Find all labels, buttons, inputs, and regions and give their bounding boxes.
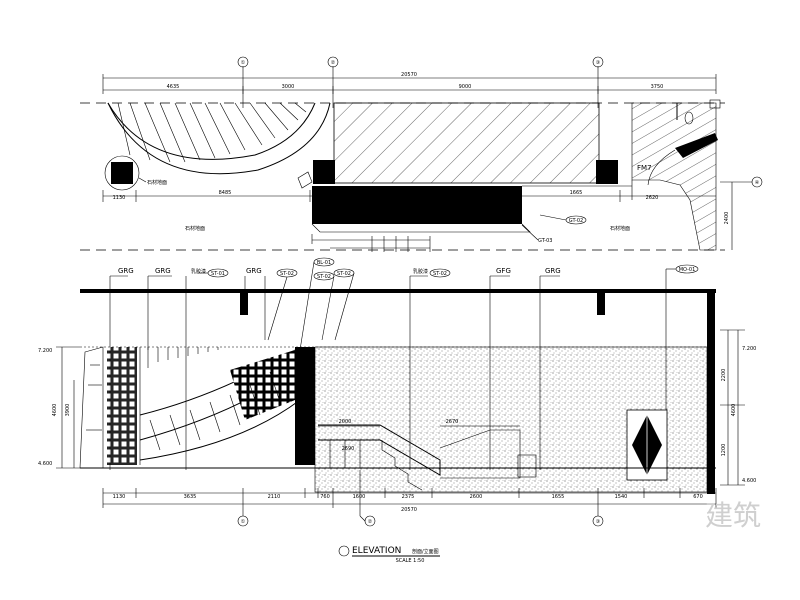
plan-right-dimension: 2400 ④ — [720, 176, 763, 250]
svg-text:石材地面: 石材地面 — [610, 225, 630, 232]
svg-text:石材地面: 石材地面 — [185, 225, 205, 232]
right-wall — [707, 289, 715, 494]
svg-text:2600: 2600 — [470, 494, 483, 500]
svg-text:ST-02: ST-02 — [317, 274, 331, 280]
chair-symbol — [297, 171, 313, 189]
grid-marker-3: ③ — [592, 56, 604, 108]
hatched-floor-zone — [333, 102, 600, 184]
svg-text:2375: 2375 — [402, 494, 415, 500]
svg-text:2200: 2200 — [721, 369, 727, 382]
svg-text:乳胶漆: 乳胶漆 — [191, 268, 206, 275]
svg-text:ST-02: ST-02 — [337, 271, 351, 277]
svg-text:GRG: GRG — [545, 267, 561, 275]
svg-text:3000: 3000 — [282, 84, 295, 90]
elevation-curved-stair — [139, 347, 301, 465]
plan-column — [313, 160, 335, 184]
svg-text:4.600: 4.600 — [38, 461, 52, 467]
svg-text:GFG: GFG — [496, 267, 511, 275]
svg-text:1600: 1600 — [353, 494, 366, 500]
svg-text:1130: 1130 — [113, 494, 126, 500]
elevation-bottom-dimensions: 1130 3635 2110 760 1600 2375 2600 1655 1… — [102, 488, 717, 513]
svg-text:1665: 1665 — [570, 190, 583, 196]
svg-text:石材地面: 石材地面 — [147, 179, 167, 186]
svg-text:②: ② — [368, 519, 373, 525]
elevation-inner-dimensions: 2000 2690 2670 — [318, 419, 520, 452]
stone-column-strip — [107, 347, 137, 465]
svg-text:②: ② — [331, 60, 336, 66]
plan-top-dimensions: 20570 4635 3000 9000 3750 — [102, 72, 717, 94]
svg-text:ELEVATION: ELEVATION — [352, 546, 401, 556]
grid-marker-2: ② — [327, 56, 339, 108]
right-hatched-zone — [631, 102, 717, 251]
svg-text:GT-02: GT-02 — [569, 218, 583, 224]
fm7-door: FM7 — [637, 133, 718, 186]
curved-stair — [107, 102, 331, 175]
column-detail: 石材地面 — [104, 155, 167, 191]
svg-text:①: ① — [241, 60, 246, 66]
svg-text:乳胶漆: 乳胶漆 — [413, 268, 428, 275]
svg-text:GRG: GRG — [118, 267, 134, 275]
svg-text:760: 760 — [320, 494, 330, 500]
svg-text:2690: 2690 — [342, 446, 355, 452]
svg-text:2110: 2110 — [268, 494, 281, 500]
elevation-grid-markers: ① ② ③ — [237, 470, 604, 527]
svg-text:SCALE 1:50: SCALE 1:50 — [396, 558, 425, 564]
svg-text:1655: 1655 — [552, 494, 565, 500]
elevation-material-tags: ST-01 ST-02 BL-01 ST-02 ST-02 ST-02 MO-0… — [198, 257, 699, 420]
svg-text:7.200: 7.200 — [38, 348, 52, 354]
elevation-view: GRG GRG 乳胶漆 GRG 乳胶漆 GFG GRG ST-01 ST-02 — [38, 257, 756, 564]
svg-text:④: ④ — [755, 180, 760, 186]
svg-text:3635: 3635 — [184, 494, 197, 500]
svg-text:GRG: GRG — [155, 267, 171, 275]
elevation-left-dimensions: 4600 3900 7.200 4.600 — [38, 346, 80, 469]
svg-text:ST-01: ST-01 — [211, 271, 225, 277]
svg-text:2000: 2000 — [339, 419, 352, 425]
svg-text:1540: 1540 — [615, 494, 628, 500]
plan-view: ① ② ③ 20570 4635 3000 9000 3750 — [80, 56, 763, 252]
svg-text:4600: 4600 — [731, 404, 737, 417]
svg-text:4600: 4600 — [52, 404, 58, 417]
watermark: 建筑 — [705, 499, 761, 532]
svg-text:ST-02: ST-02 — [433, 271, 447, 277]
dark-column — [295, 347, 315, 465]
svg-text:ST-02: ST-02 — [280, 271, 294, 277]
plan-column — [596, 160, 618, 184]
plan-top-total: 20570 — [401, 72, 417, 78]
grid-marker-1: ① — [237, 56, 249, 108]
reception-counter — [312, 186, 522, 224]
svg-text:MO-01: MO-01 — [679, 267, 696, 273]
svg-text:4.600: 4.600 — [742, 478, 756, 484]
svg-text:3750: 3750 — [651, 84, 664, 90]
svg-text:BL-01: BL-01 — [317, 260, 331, 266]
svg-text:7.200: 7.200 — [742, 346, 756, 352]
plan-bottom-dimensions: 1130 8485 1665 2620 — [102, 190, 716, 202]
svg-text:1130: 1130 — [113, 195, 126, 201]
svg-text:GRG: GRG — [246, 267, 262, 275]
svg-text:20570: 20570 — [401, 507, 417, 513]
svg-text:2670: 2670 — [446, 419, 459, 425]
svg-text:GT-03: GT-03 — [538, 238, 552, 244]
svg-text:9000: 9000 — [459, 84, 472, 90]
svg-text:③: ③ — [596, 60, 600, 66]
drawing-title: ELEVATION 剖面/立面图 SCALE 1:50 — [338, 545, 440, 564]
svg-text:③: ③ — [596, 519, 600, 525]
svg-text:1200: 1200 — [721, 444, 727, 457]
svg-text:8485: 8485 — [219, 190, 232, 196]
svg-text:3900: 3900 — [65, 404, 71, 417]
elevation-right-dimensions: 2200 4600 1200 7.200 4.600 — [720, 329, 756, 486]
svg-text:FM7: FM7 — [637, 164, 652, 172]
counter-dimensions — [311, 234, 431, 252]
ceiling-slab — [80, 289, 716, 293]
svg-text:4635: 4635 — [167, 84, 180, 90]
plan-material-tag: GT-02 — [539, 214, 587, 225]
svg-text:剖面/立面图: 剖面/立面图 — [412, 548, 439, 555]
svg-text:670: 670 — [693, 494, 703, 500]
svg-text:2620: 2620 — [646, 195, 659, 201]
svg-text:①: ① — [241, 519, 246, 525]
door-panel — [626, 409, 668, 481]
svg-text:2400: 2400 — [724, 212, 730, 225]
